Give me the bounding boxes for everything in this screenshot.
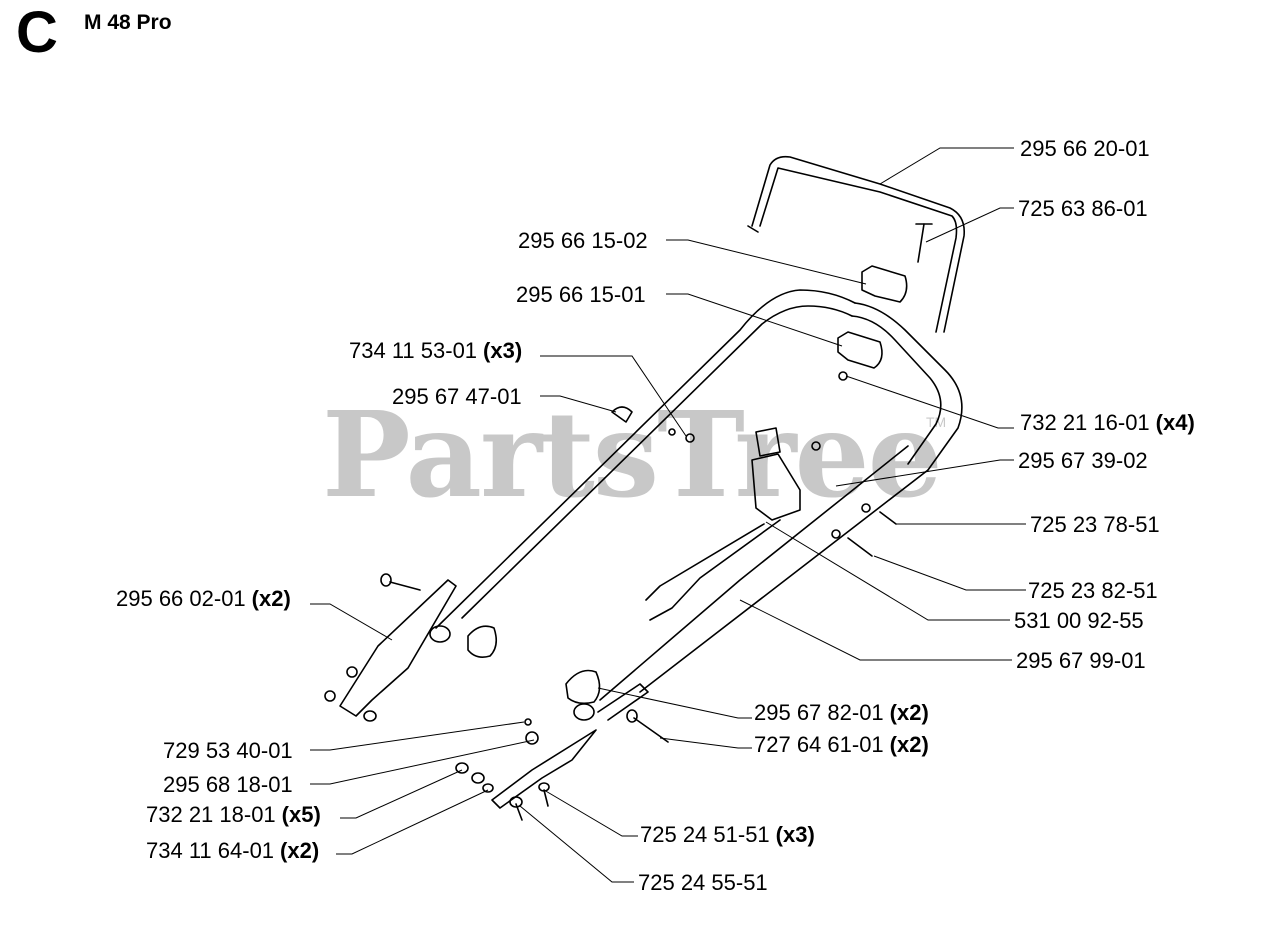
- leader-p18: [340, 769, 463, 819]
- part-label-725-23-82-51: 725 23 82-51: [1028, 578, 1158, 603]
- part-label-727-64-61-01: 727 64 61-01(x2): [754, 732, 929, 757]
- leader-p19: [543, 789, 638, 837]
- leader-p6: [540, 395, 617, 413]
- section-letter: C: [16, 0, 58, 65]
- leader-p12: [765, 521, 1010, 621]
- left-bracket: [339, 579, 457, 717]
- handle-right-tube-inner: [599, 445, 909, 701]
- model-name: M 48 Pro: [84, 11, 172, 34]
- part-label-725-24-51-51: 725 24 51-51(x3): [640, 822, 815, 847]
- leader-p11: [873, 555, 1026, 591]
- handle-right-tube: [639, 469, 929, 693]
- leader-p1: [879, 147, 1014, 185]
- leader-p21: [519, 805, 634, 883]
- part-label-732-21-18-01: 732 21 18-01(x5): [146, 802, 321, 827]
- leader-p3: [666, 239, 867, 285]
- watermark: PartsTree: [322, 385, 943, 524]
- part-label-734-11-64-01: 734 11 64-01(x2): [146, 838, 320, 863]
- leader-p15: [659, 737, 752, 749]
- part-label-295-66-02-01: 295 66 02-01(x2): [116, 586, 291, 611]
- part-label-295-68-18-01: 295 68 18-01: [163, 772, 293, 797]
- leader-p14: [597, 687, 752, 719]
- leader-p17: [310, 739, 535, 785]
- handle-top-bend-inner: [851, 315, 942, 465]
- handle-top-bend: [854, 302, 963, 471]
- cable-cover-lower: [837, 331, 883, 369]
- part-label-295-67-47-01: 295 67 47-01: [392, 384, 522, 409]
- knob-left: [467, 625, 498, 658]
- part-label-732-21-16-01: 732 21 16-01(x4): [1020, 410, 1195, 435]
- part-label-725-63-86-01: 725 63 86-01: [1018, 196, 1148, 221]
- control-cable: [645, 523, 765, 601]
- part-label-295-66-15-01: 295 66 15-01: [516, 282, 646, 307]
- leader-p13: [739, 599, 1012, 661]
- part-label-729-53-40-01: 729 53 40-01: [163, 738, 293, 763]
- part-label-295-66-20-01: 295 66 20-01: [1020, 136, 1150, 161]
- part-label-295-67-39-02: 295 67 39-02: [1018, 448, 1148, 473]
- knob-right: [565, 669, 601, 705]
- part-label-725-23-78-51: 725 23 78-51: [1030, 512, 1160, 537]
- leader-p16: [310, 721, 525, 751]
- part-label-734-11-53-01: 734 11 53-01(x3): [349, 338, 523, 363]
- leader-p8: [835, 459, 1014, 487]
- part-label-295-67-82-01: 295 67 82-01(x2): [754, 700, 929, 725]
- cable-cover-upper: [861, 265, 908, 303]
- leader-p7: [845, 375, 1014, 429]
- handle-left-tube-inner: [461, 305, 853, 619]
- leader-p2: [925, 207, 1014, 243]
- leader-p20: [336, 789, 489, 855]
- leader-p10: [310, 603, 393, 641]
- cable-clip: [611, 406, 633, 423]
- part-label-725-24-55-51: 725 24 55-51: [638, 870, 768, 895]
- control-lever: [751, 453, 801, 521]
- top-handlebar: [751, 155, 966, 333]
- handle-left-tube: [435, 289, 856, 629]
- part-label-295-67-99-01: 295 67 99-01: [1016, 648, 1146, 673]
- right-bracket: [491, 729, 597, 809]
- leader-p4: [666, 293, 843, 347]
- part-label-531-00-92-55: 531 00 92-55: [1014, 608, 1144, 633]
- part-label-295-66-15-02: 295 66 15-02: [518, 228, 648, 253]
- leader-p5: [540, 355, 687, 437]
